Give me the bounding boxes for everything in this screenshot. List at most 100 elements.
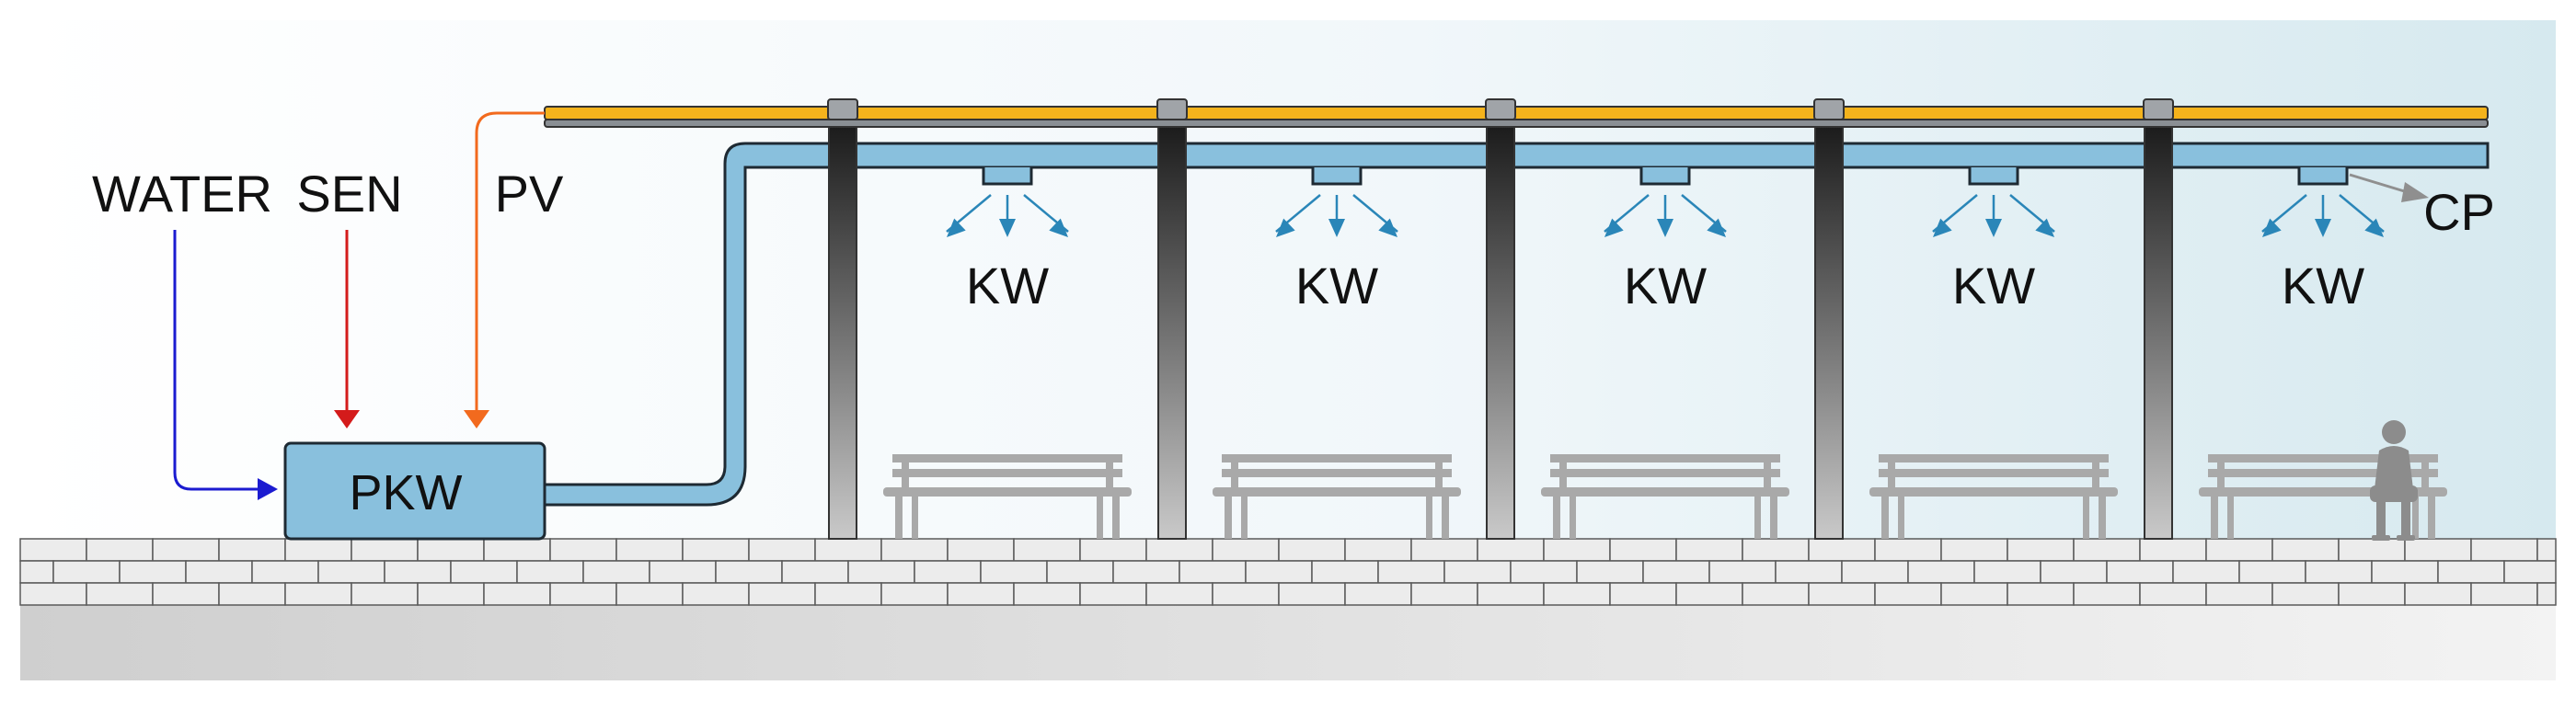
bench-icon: [1213, 454, 1461, 539]
paving-brick: [980, 560, 1048, 584]
paving-brick: [1410, 538, 1478, 562]
paving-brick: [2271, 582, 2340, 606]
paving-brick: [516, 560, 584, 584]
sen-label: SEN: [296, 165, 402, 223]
paving-brick: [2073, 582, 2141, 606]
cp-label: CP: [2423, 183, 2495, 241]
paving-brick: [1278, 538, 1346, 562]
paving-brick: [1477, 582, 1545, 606]
paving-brick: [649, 560, 717, 584]
paving-brick: [549, 582, 617, 606]
paving-brick: [185, 560, 253, 584]
paving-brick: [152, 582, 220, 606]
paving-brick: [814, 538, 882, 562]
pkw-label: PKW: [349, 465, 462, 520]
paving-brick: [2205, 582, 2273, 606]
pole-cap: [827, 98, 858, 120]
brick-pavement: [19, 538, 2557, 606]
paving-brick: [1642, 560, 1710, 584]
paving-brick: [2007, 538, 2075, 562]
shelter-pole: [1486, 126, 1515, 540]
paving-brick: [1675, 538, 1743, 562]
paving-brick: [417, 538, 485, 562]
paving-brick: [483, 582, 551, 606]
paving-brick: [2470, 538, 2538, 562]
shelter-pole: [1814, 126, 1844, 540]
paving-brick: [847, 560, 915, 584]
pkw-box: [283, 441, 546, 541]
spray-arrowhead: [1049, 218, 1068, 237]
pole-cap: [1485, 98, 1516, 120]
paving-brick: [1543, 582, 1611, 606]
paving-brick: [86, 582, 154, 606]
shelter-pole: [828, 126, 857, 540]
paving-brick: [19, 560, 54, 584]
paving-brick: [1609, 582, 1677, 606]
paving-brick: [1245, 560, 1313, 584]
paving-brick: [2139, 582, 2207, 606]
paving-brick: [1477, 538, 1545, 562]
water-arrowhead: [258, 478, 278, 500]
paving-brick: [1708, 560, 1777, 584]
paving-brick: [1874, 582, 1942, 606]
spray-arrowhead: [999, 219, 1016, 237]
paving-brick: [1775, 560, 1843, 584]
shelter-poles: [827, 98, 2174, 540]
paving-brick: [615, 538, 684, 562]
shelter-pole: [2144, 126, 2173, 540]
paving-brick: [119, 560, 187, 584]
paving-brick: [450, 560, 518, 584]
paving-brick: [1940, 538, 2008, 562]
bench-icon: [1869, 454, 2118, 539]
paving-brick: [1079, 538, 1147, 562]
paving-brick: [2470, 582, 2538, 606]
paving-brick: [19, 538, 87, 562]
shelter-pole: [1157, 126, 1187, 540]
paving-brick: [1973, 560, 2041, 584]
paving-brick: [284, 582, 352, 606]
paving-brick: [1808, 582, 1876, 606]
paving-brick: [1510, 560, 1578, 584]
paving-brick: [2305, 560, 2373, 584]
spray-arrowhead: [2262, 218, 2282, 237]
pole-cap: [1156, 98, 1188, 120]
spray-arrowhead: [947, 218, 966, 237]
paving-brick: [251, 560, 319, 584]
paving-brick: [1907, 560, 1975, 584]
paving-brick: [814, 582, 882, 606]
paving-brick: [682, 538, 750, 562]
pole-cap: [1813, 98, 1845, 120]
paving-brick: [19, 582, 87, 606]
paving-brick: [2172, 560, 2240, 584]
paving-brick: [1079, 582, 1147, 606]
kw-label: KW: [966, 257, 1049, 314]
paving-brick: [2139, 538, 2207, 562]
nozzle: [1968, 167, 2019, 186]
paving-brick: [1443, 560, 1512, 584]
paving-brick: [1179, 560, 1247, 584]
spray-arrowhead: [1328, 219, 1345, 237]
paving-brick: [2371, 560, 2439, 584]
paving-brick: [947, 538, 1015, 562]
paving-brick: [748, 538, 816, 562]
paving-brick: [1576, 560, 1644, 584]
paving-brick: [1212, 582, 1280, 606]
paving-brick: [483, 538, 551, 562]
sen-arrowhead: [334, 410, 360, 428]
pole-cap: [2143, 98, 2174, 120]
nozzle: [2297, 167, 2349, 186]
paving-brick: [2073, 538, 2141, 562]
water-line: [173, 230, 265, 491]
paving-brick: [1874, 538, 1942, 562]
pv-label: PV: [495, 165, 564, 223]
paving-brick: [880, 582, 949, 606]
paving-brick: [1112, 560, 1180, 584]
paving-brick: [2271, 538, 2340, 562]
paving-brick: [1145, 538, 1213, 562]
paving-brick: [2338, 582, 2406, 606]
paving-brick: [351, 538, 419, 562]
paving-brick: [1940, 582, 2008, 606]
paving-brick: [2205, 538, 2273, 562]
kw-label: KW: [2282, 257, 2364, 314]
paving-brick: [2338, 538, 2406, 562]
